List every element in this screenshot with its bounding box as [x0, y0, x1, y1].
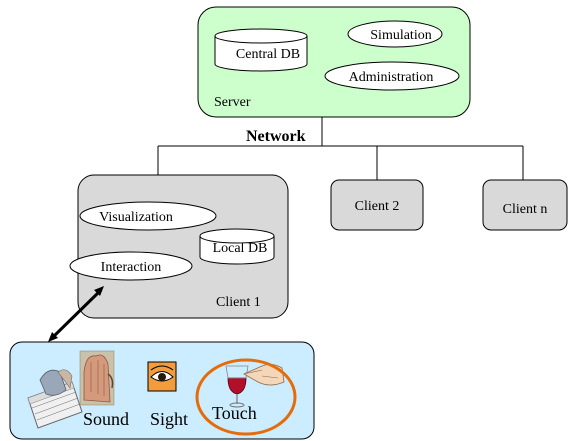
touch-label: Touch: [212, 403, 257, 423]
client2-label: Client 2: [355, 199, 400, 214]
clientn-box: [482, 179, 568, 231]
simulation-label: Simulation: [370, 28, 431, 43]
administration-ellipse: Administration: [324, 61, 460, 91]
interaction-label: Interaction: [101, 260, 162, 275]
visualization-label: Visualization: [99, 210, 173, 225]
client1-label: Client 1: [216, 295, 261, 310]
network-lines: [157, 117, 524, 180]
keyboard-hands-icon: [27, 369, 83, 429]
central-db-label: Central DB: [236, 47, 300, 62]
clientn-label: Client n: [503, 202, 548, 217]
interaction-ellipse: Interaction: [69, 251, 193, 281]
sight-label: Sight: [150, 409, 188, 429]
eye-icon: [147, 361, 177, 392]
visualization-ellipse: Visualization: [79, 201, 217, 231]
network-label: Network: [246, 128, 306, 145]
touch-highlight-ellipse: [195, 358, 297, 436]
local-db-label: Local DB: [213, 241, 268, 256]
wine-glass-icon: [225, 365, 249, 408]
client2-node: Client 2: [330, 179, 424, 231]
clientn-node: Client n: [482, 179, 568, 231]
simulation-ellipse: Simulation: [347, 20, 443, 48]
local-db-cylinder: Local DB: [199, 228, 275, 265]
client2-box: [330, 179, 424, 231]
client1-node: Visualization Local DB Interaction Clien…: [69, 174, 289, 319]
ear-hand-icon: [79, 350, 115, 406]
interaction-arrow: [48, 286, 104, 342]
administration-label: Administration: [349, 70, 434, 85]
senses-box: Sound Sight Touch: [9, 341, 315, 440]
server-node: Central DB Simulation Administration Ser…: [197, 6, 471, 118]
server-label: Server: [214, 95, 251, 110]
sound-label: Sound: [83, 409, 129, 429]
central-db-cylinder: Central DB: [214, 28, 308, 72]
